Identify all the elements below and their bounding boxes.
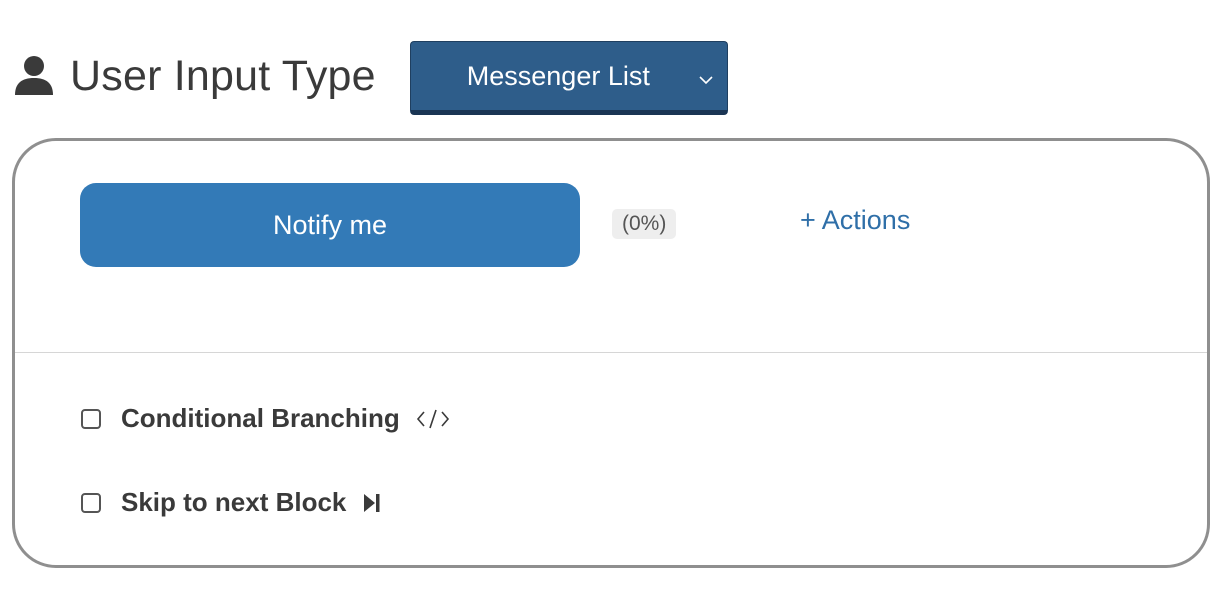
header: User Input Type Messenger List [12,40,728,116]
skip-next-icon [362,491,382,515]
conditional-branching-label: Conditional Branching [121,403,400,433]
select-value: Messenger List [466,60,650,91]
skip-to-next-block-label: Skip to next Block [121,487,347,517]
code-icon [416,407,450,431]
divider [15,352,1207,353]
add-actions-link[interactable]: + Actions [800,205,911,235]
conditional-branching-option[interactable]: Conditional Branching [81,403,450,434]
notify-me-button[interactable]: Notify me [80,183,580,267]
skip-to-next-block-option[interactable]: Skip to next Block [81,487,382,518]
page-title: User Input Type [70,51,376,100]
block-panel: Notify me (0%) + Actions Conditional Bra… [12,138,1210,568]
percent-badge: (0%) [612,209,677,239]
user-input-type-select[interactable]: Messenger List [409,41,728,115]
skip-to-next-block-checkbox[interactable] [81,492,101,513]
conditional-branching-checkbox[interactable] [81,408,101,429]
user-icon [12,53,56,97]
chevron-down-icon [699,72,713,85]
